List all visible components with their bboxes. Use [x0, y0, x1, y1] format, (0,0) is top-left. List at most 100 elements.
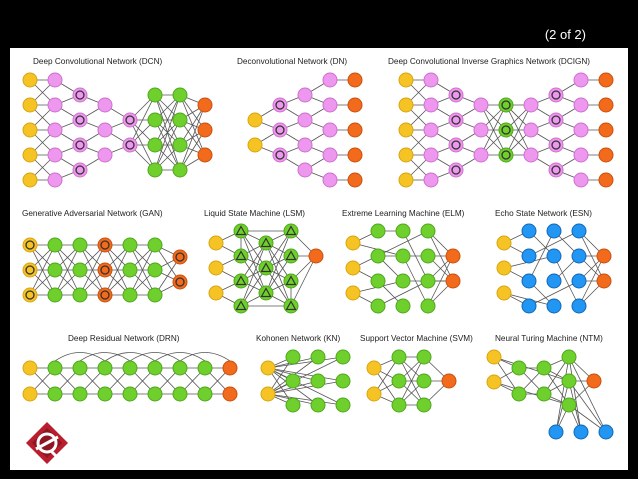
- hidden-node: [420, 273, 436, 289]
- output-node: [445, 273, 461, 289]
- hidden-node: [147, 137, 163, 153]
- recurrent-node: [571, 273, 587, 289]
- pink-node: [47, 147, 63, 163]
- hidden-node: [511, 360, 527, 376]
- input-node: [22, 122, 38, 138]
- network-title-dcign: Deep Convolutional Inverse Graphics Netw…: [388, 57, 590, 66]
- hidden-node: [72, 237, 88, 253]
- residual-edge: [79, 352, 131, 362]
- pink-node: [448, 112, 464, 128]
- edge: [29, 244, 56, 296]
- edge: [568, 356, 582, 433]
- hidden-node: [395, 248, 411, 264]
- pink-node: [548, 137, 564, 153]
- edge: [398, 356, 425, 406]
- pink-node: [523, 147, 539, 163]
- hidden-node: [335, 397, 351, 413]
- edge: [240, 267, 267, 307]
- output-node: [222, 360, 238, 376]
- pink-node: [72, 137, 88, 153]
- residual-edge: [54, 352, 106, 362]
- input-node: [496, 260, 512, 276]
- input-node: [366, 386, 382, 402]
- pink-node: [573, 122, 589, 138]
- edge: [528, 280, 580, 307]
- edge: [555, 356, 570, 433]
- edge: [528, 230, 555, 282]
- output-node: [97, 237, 113, 253]
- output-node: [197, 122, 213, 138]
- hidden-node: [370, 273, 386, 289]
- network-title-svm: Support Vector Machine (SVM): [360, 334, 473, 343]
- logo-icon: [22, 418, 72, 468]
- recurrent-node: [546, 223, 562, 239]
- hidden-node: [147, 112, 163, 128]
- hidden-node: [47, 386, 63, 402]
- recurrent-node: [521, 248, 537, 264]
- pink-node: [322, 147, 338, 163]
- edge: [154, 119, 181, 171]
- hidden-node: [47, 262, 63, 278]
- hidden-node: [197, 360, 213, 376]
- pink-node: [523, 97, 539, 113]
- edge: [179, 104, 206, 171]
- output-node: [197, 147, 213, 163]
- pink-node: [47, 97, 63, 113]
- edge: [352, 230, 429, 269]
- output-node: [222, 386, 238, 402]
- edge: [267, 393, 344, 406]
- hidden-node: [233, 223, 249, 239]
- hidden-node: [498, 147, 514, 163]
- hidden-node: [285, 373, 301, 389]
- output-node: [596, 248, 612, 264]
- pink-node: [473, 122, 489, 138]
- input-node: [22, 72, 38, 88]
- recurrent-node: [598, 424, 614, 440]
- input-node: [247, 112, 263, 128]
- residual-edge: [104, 352, 156, 362]
- recurrent-node: [546, 273, 562, 289]
- hidden-node: [370, 248, 386, 264]
- pink-node: [322, 172, 338, 188]
- pink-node: [97, 122, 113, 138]
- hidden-node: [172, 162, 188, 178]
- edge: [267, 356, 344, 369]
- hidden-node: [122, 262, 138, 278]
- recurrent-node: [521, 273, 537, 289]
- edge: [267, 380, 344, 395]
- input-node: [22, 262, 38, 278]
- edge: [240, 242, 267, 282]
- pink-node: [297, 87, 313, 103]
- pink-node: [448, 137, 464, 153]
- input-node: [22, 386, 38, 402]
- pink-node: [523, 122, 539, 138]
- edge: [104, 244, 131, 296]
- edge: [154, 94, 181, 171]
- edge: [505, 104, 532, 156]
- network-title-lsm: Liquid State Machine (LSM): [204, 209, 305, 218]
- hidden-node: [233, 248, 249, 264]
- pink-node: [548, 87, 564, 103]
- input-node: [398, 147, 414, 163]
- pink-node: [423, 172, 439, 188]
- hidden-node: [147, 87, 163, 103]
- output-node: [598, 172, 614, 188]
- nodes-layer: [22, 72, 614, 440]
- pink-node: [423, 147, 439, 163]
- hidden-node: [258, 285, 274, 301]
- hidden-node: [47, 287, 63, 303]
- input-node: [22, 237, 38, 253]
- hidden-node: [283, 223, 299, 239]
- pink-node: [72, 87, 88, 103]
- input-node: [345, 260, 361, 276]
- input-node: [398, 97, 414, 113]
- recurrent-node: [573, 424, 589, 440]
- hidden-node: [233, 298, 249, 314]
- hidden-node: [172, 87, 188, 103]
- edge: [377, 280, 429, 307]
- hidden-node: [310, 397, 326, 413]
- hidden-node: [370, 223, 386, 239]
- output-node: [586, 373, 602, 389]
- residual-edge: [179, 352, 231, 362]
- pink-node: [47, 172, 63, 188]
